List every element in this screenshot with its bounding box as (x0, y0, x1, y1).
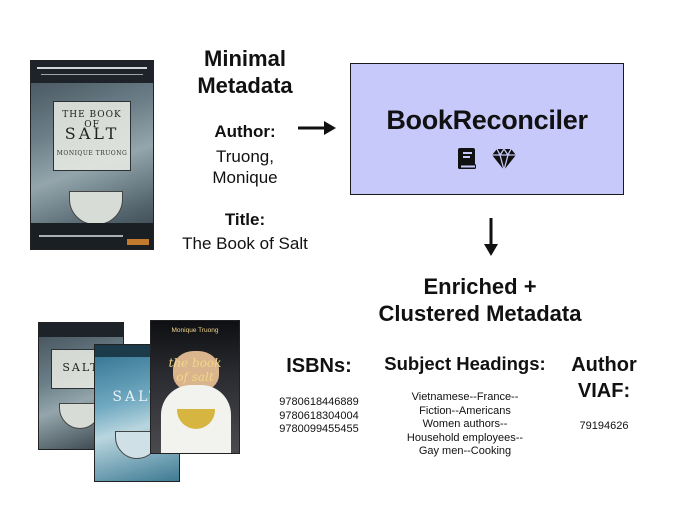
cover-title-line1: the book (168, 356, 222, 370)
cover-title-line1: THE BOOK OF (62, 110, 122, 130)
cover-header-band (31, 61, 153, 83)
book-reconciler-title: BookReconciler (386, 105, 588, 135)
subject-heading-item: Household employees-- (406, 431, 524, 444)
author-value-line1: Truong, (216, 147, 274, 166)
down-arrow-icon (484, 218, 498, 256)
title-label: Title: (224, 210, 266, 229)
cover-title-line2: SALT (62, 361, 100, 374)
book-reconciler-box: BookReconciler (350, 63, 624, 195)
cover-header-band (39, 323, 123, 337)
subject-heading-item: Gay men--Cooking (418, 445, 512, 457)
input-heading-line2: Metadata (197, 73, 293, 98)
book-icon (458, 148, 476, 169)
isbn-item: 9780618304004 (279, 409, 359, 422)
author-value: Truong, Monique (180, 146, 310, 188)
isbn-item: 9780618446889 (279, 396, 359, 408)
cover-portrait-illustration (173, 351, 219, 391)
cover-publisher-tag (127, 239, 149, 245)
title-value: The Book of Salt (182, 234, 308, 253)
cover-bowl-illustration (177, 409, 215, 429)
author-label: Author: (214, 122, 276, 141)
cover-teacup-illustration (69, 191, 123, 225)
cover-author: MONIQUE TRUONG (56, 150, 128, 157)
author-viaf-label: Author VIAF: (560, 352, 648, 404)
cover-title-line2: SALT (64, 124, 120, 143)
subject-headings-label: Subject Headings: (384, 353, 546, 374)
subject-heading-item: Women authors-- (422, 418, 508, 430)
cover-header-line (37, 67, 147, 69)
author-viaf-label-line1: Author (571, 354, 637, 376)
input-heading-line1: Minimal (204, 46, 286, 71)
cover-title-line2: SALT (112, 389, 162, 405)
isbns-label: ISBNs: (286, 355, 352, 377)
output-book-cover-3: Monique Truong the book of salt (150, 320, 240, 454)
cover-title-panel: THE BOOK OF SALT MONIQUE TRUONG (53, 101, 131, 171)
output-heading: Enriched + Clustered Metadata (360, 273, 600, 327)
output-heading-line1: Enriched + (423, 274, 537, 299)
right-arrow-icon (298, 121, 336, 135)
isbn-item: 9780099455455 (279, 423, 359, 435)
subject-headings-list: Vietnamese--France-- Fiction--Americans … (392, 391, 538, 459)
subject-heading-item: Vietnamese--France-- (411, 391, 519, 403)
output-heading-line2: Clustered Metadata (378, 301, 582, 326)
author-viaf-label-line2: VIAF: (577, 380, 631, 402)
subject-heading-item: Fiction--Americans (419, 404, 511, 417)
gem-icon (492, 147, 516, 171)
input-book-cover: THE BOOK OF SALT MONIQUE TRUONG (30, 60, 154, 250)
cover-header-line (41, 74, 143, 75)
author-value-line2: Monique (212, 168, 278, 187)
author-viaf-value: 79194626 (579, 420, 629, 432)
cover-footer-line (39, 235, 123, 237)
cover-title-line2: of salt (176, 370, 214, 384)
isbn-list: 9780618446889 9780618304004 978009945545… (263, 396, 375, 437)
cover-author: Monique Truong (171, 327, 219, 334)
input-heading: Minimal Metadata (180, 45, 310, 99)
